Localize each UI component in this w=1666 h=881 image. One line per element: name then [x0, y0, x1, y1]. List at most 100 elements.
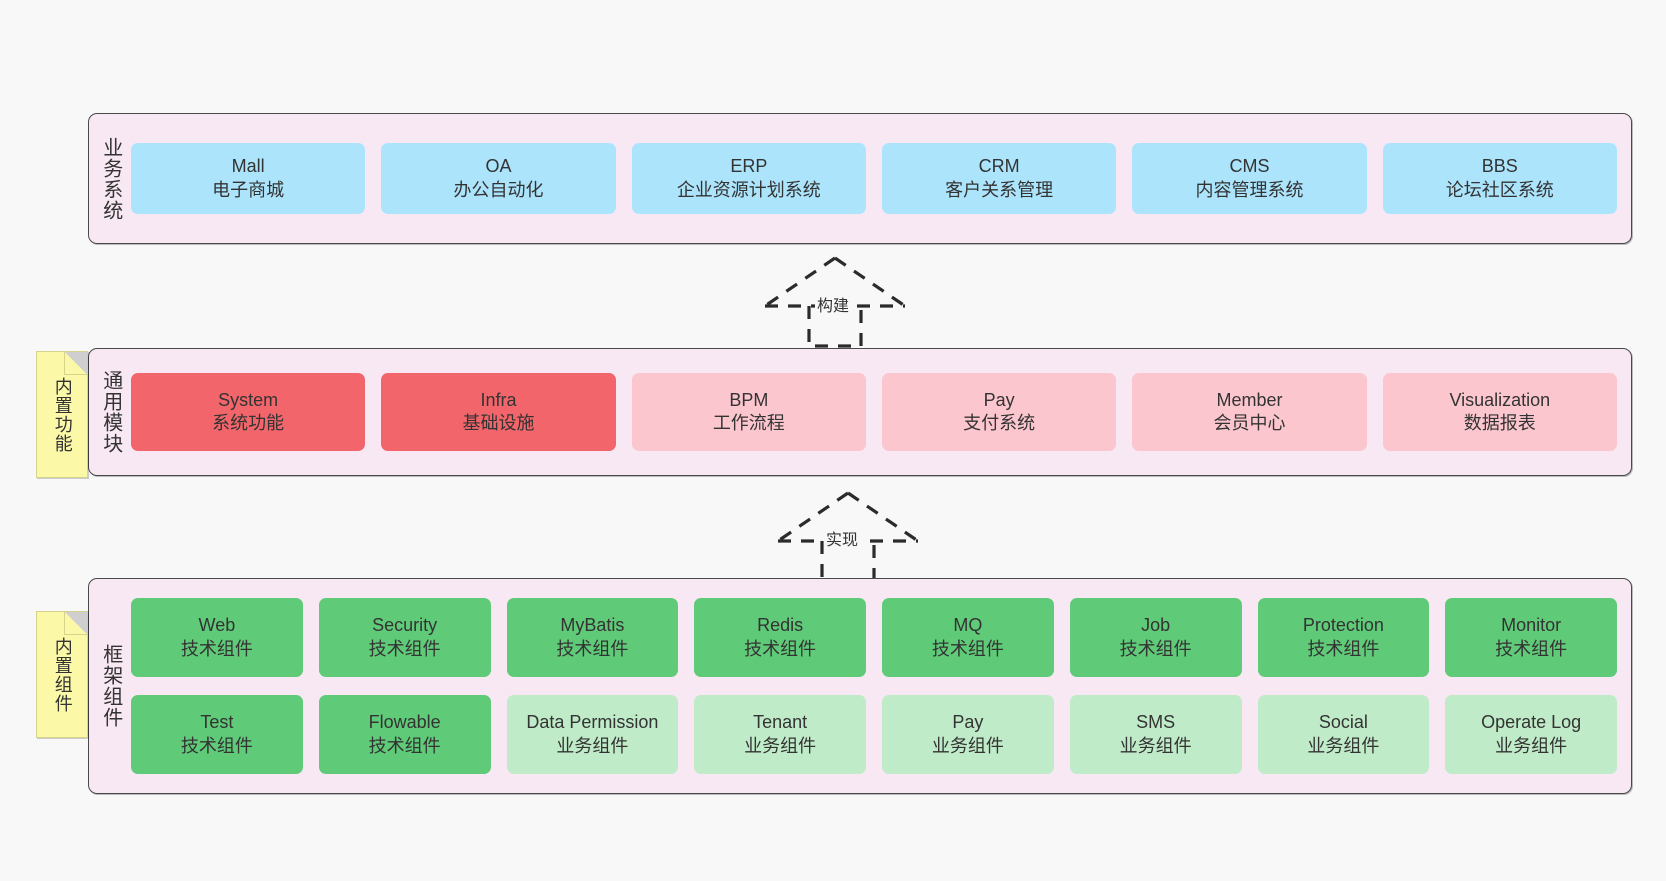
tile-subtitle: 业务组件 [744, 735, 816, 758]
tile-flowable[interactable]: Flowable 技术组件 [319, 695, 491, 774]
layer-title-common-modules: 通用模块 [89, 349, 131, 475]
tile-mybatis[interactable]: MyBatis 技术组件 [507, 598, 679, 677]
connector-build[interactable]: 构建 [755, 252, 915, 348]
tile-title: SMS [1136, 711, 1175, 734]
tile-title: Tenant [753, 711, 807, 734]
note-builtin-features[interactable]: 内置功能 [36, 351, 88, 478]
tile-title: Operate Log [1481, 711, 1581, 734]
tile-title: Pay [984, 389, 1015, 412]
tile-title: Monitor [1501, 614, 1561, 637]
layer-business-systems[interactable]: 业务系统 Mall 电子商城 OA 办公自动化 ERP 企业资源计划系统 CRM… [88, 113, 1632, 244]
tile-row: Mall 电子商城 OA 办公自动化 ERP 企业资源计划系统 CRM 客户关系… [131, 143, 1617, 214]
tile-subtitle: 技术组件 [932, 638, 1004, 661]
tile-mall[interactable]: Mall 电子商城 [131, 143, 365, 214]
tile-subtitle: 业务组件 [556, 735, 628, 758]
tile-subtitle: 办公自动化 [453, 179, 543, 202]
tile-data-permission[interactable]: Data Permission 业务组件 [507, 695, 679, 774]
tile-visualization[interactable]: Visualization 数据报表 [1383, 373, 1617, 451]
tile-test[interactable]: Test 技术组件 [131, 695, 303, 774]
tile-subtitle: 技术组件 [556, 638, 628, 661]
tile-bpm[interactable]: BPM 工作流程 [632, 373, 866, 451]
tile-title: Visualization [1449, 389, 1550, 412]
tile-subtitle: 企业资源计划系统 [677, 179, 821, 202]
connector-implement[interactable]: 实现 [768, 487, 928, 583]
tile-subtitle: 电子商城 [212, 179, 284, 202]
tile-subtitle: 支付系统 [963, 412, 1035, 435]
layer-body-framework-components: Web 技术组件 Security 技术组件 MyBatis 技术组件 Redi… [131, 579, 1631, 793]
tile-title: Protection [1303, 614, 1384, 637]
tile-redis[interactable]: Redis 技术组件 [694, 598, 866, 677]
layer-title-framework-components: 框架组件 [89, 579, 131, 793]
connector-label: 构建 [815, 292, 851, 316]
tile-title: Security [372, 614, 437, 637]
tile-title: Redis [757, 614, 803, 637]
layer-body-business-systems: Mall 电子商城 OA 办公自动化 ERP 企业资源计划系统 CRM 客户关系… [131, 114, 1631, 243]
tile-tenant[interactable]: Tenant 业务组件 [694, 695, 866, 774]
tile-subtitle: 技术组件 [181, 638, 253, 661]
tile-subtitle: 客户关系管理 [945, 179, 1053, 202]
tile-social[interactable]: Social 业务组件 [1258, 695, 1430, 774]
tile-title: Job [1141, 614, 1170, 637]
tile-monitor[interactable]: Monitor 技术组件 [1445, 598, 1617, 677]
tile-mq[interactable]: MQ 技术组件 [882, 598, 1054, 677]
note-builtin-components[interactable]: 内置组件 [36, 611, 88, 738]
tile-bbs[interactable]: BBS 论坛社区系统 [1383, 143, 1617, 214]
tile-subtitle: 技术组件 [369, 735, 441, 758]
tile-cms[interactable]: CMS 内容管理系统 [1132, 143, 1366, 214]
tile-system[interactable]: System 系统功能 [131, 373, 365, 451]
tile-subtitle: 内容管理系统 [1195, 179, 1303, 202]
tile-subtitle: 技术组件 [1495, 638, 1567, 661]
tile-subtitle: 论坛社区系统 [1446, 179, 1554, 202]
tile-title: BPM [729, 389, 768, 412]
tile-title: Social [1319, 711, 1368, 734]
tile-subtitle: 业务组件 [1495, 735, 1567, 758]
tile-subtitle: 技术组件 [1307, 638, 1379, 661]
tile-member[interactable]: Member 会员中心 [1132, 373, 1366, 451]
tile-protection[interactable]: Protection 技术组件 [1258, 598, 1430, 677]
tile-title: Web [199, 614, 236, 637]
tile-subtitle: 技术组件 [744, 638, 816, 661]
tile-oa[interactable]: OA 办公自动化 [381, 143, 615, 214]
tile-erp[interactable]: ERP 企业资源计划系统 [632, 143, 866, 214]
tile-pay-business[interactable]: Pay 业务组件 [882, 695, 1054, 774]
tile-title: BBS [1482, 155, 1518, 178]
tile-subtitle: 技术组件 [369, 638, 441, 661]
tile-subtitle: 数据报表 [1464, 412, 1536, 435]
tile-subtitle: 系统功能 [212, 412, 284, 435]
tile-title: Member [1216, 389, 1282, 412]
tile-row: Test 技术组件 Flowable 技术组件 Data Permission … [131, 695, 1617, 774]
tile-subtitle: 基础设施 [462, 412, 534, 435]
layer-framework-components[interactable]: 框架组件 Web 技术组件 Security 技术组件 MyBatis 技术组件… [88, 578, 1632, 794]
tile-title: MyBatis [560, 614, 624, 637]
tile-title: Pay [952, 711, 983, 734]
tile-pay[interactable]: Pay 支付系统 [882, 373, 1116, 451]
tile-subtitle: 业务组件 [1120, 735, 1192, 758]
tile-title: Infra [480, 389, 516, 412]
tile-crm[interactable]: CRM 客户关系管理 [882, 143, 1116, 214]
tile-operate-log[interactable]: Operate Log 业务组件 [1445, 695, 1617, 774]
connector-label: 实现 [824, 526, 860, 550]
tile-title: Test [200, 711, 233, 734]
tile-subtitle: 技术组件 [1120, 638, 1192, 661]
tile-subtitle: 会员中心 [1213, 412, 1285, 435]
tile-title: MQ [953, 614, 982, 637]
tile-subtitle: 工作流程 [713, 412, 785, 435]
tile-security[interactable]: Security 技术组件 [319, 598, 491, 677]
tile-title: CMS [1229, 155, 1269, 178]
tile-title: Data Permission [526, 711, 658, 734]
tile-title: ERP [730, 155, 767, 178]
tile-sms[interactable]: SMS 业务组件 [1070, 695, 1242, 774]
tile-subtitle: 业务组件 [1307, 735, 1379, 758]
layer-common-modules[interactable]: 通用模块 System 系统功能 Infra 基础设施 BPM 工作流程 Pay… [88, 348, 1632, 476]
tile-title: OA [485, 155, 511, 178]
tile-job[interactable]: Job 技术组件 [1070, 598, 1242, 677]
tile-title: CRM [979, 155, 1020, 178]
tile-subtitle: 技术组件 [181, 735, 253, 758]
tile-row: Web 技术组件 Security 技术组件 MyBatis 技术组件 Redi… [131, 598, 1617, 677]
tile-subtitle: 业务组件 [932, 735, 1004, 758]
tile-title: Mall [232, 155, 265, 178]
tile-web[interactable]: Web 技术组件 [131, 598, 303, 677]
tile-row: System 系统功能 Infra 基础设施 BPM 工作流程 Pay 支付系统… [131, 373, 1617, 451]
tile-infra[interactable]: Infra 基础设施 [381, 373, 615, 451]
